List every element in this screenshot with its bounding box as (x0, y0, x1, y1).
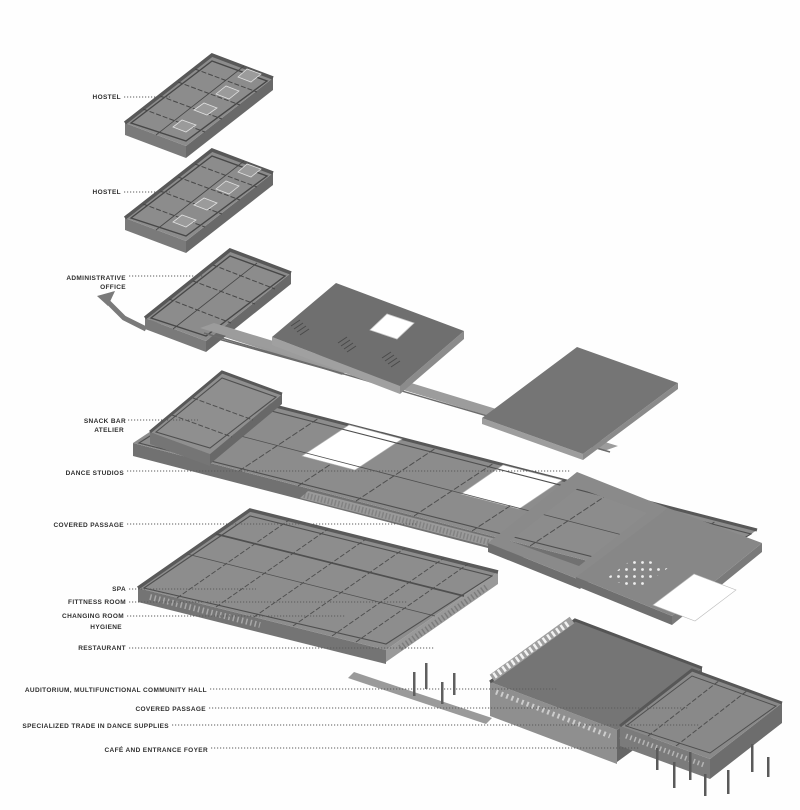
hostel-upper-partitions (142, 68, 258, 133)
label-restaurant: RESTAURANT (78, 645, 126, 652)
hostel-lower-wall-inset (129, 155, 269, 237)
label-covered-passage-upper: COVERED PASSAGE (53, 522, 124, 529)
roof-plate-top (272, 283, 464, 386)
hostel-lower-back-wall (123, 148, 274, 220)
cafe-wing-inset (624, 675, 778, 754)
label-fitness-room: FITTNESS ROOM (68, 599, 126, 606)
label-changing-room: CHANGING ROOM (62, 613, 124, 620)
passage-frame-left-face (488, 543, 580, 589)
dance-courtyard-2 (460, 464, 563, 510)
snackbar-wing-top (150, 372, 282, 454)
passage-plate-opening (652, 573, 737, 622)
admin-left-face (145, 318, 206, 352)
roof-skylight-opening (369, 313, 415, 340)
dance-slab-top (133, 390, 757, 584)
roof-vent-hatch-2 (337, 336, 357, 353)
hostel-upper-left-face (125, 123, 186, 158)
label-auditorium-hall: AUDITORIUM, MULTIFUNCTIONAL COMMUNITY HA… (25, 687, 207, 694)
passage-perforation-dots (607, 556, 668, 590)
level-ground-auditorium (348, 616, 783, 796)
auditorium-clerestory-slits (492, 619, 572, 679)
cafe-wing-glazing (625, 733, 705, 768)
spa-slab-top (138, 510, 498, 650)
hostel-upper-plate-top (125, 55, 273, 146)
hostel-upper-corridor (155, 65, 245, 136)
snackbar-left-face (150, 432, 210, 466)
cafe-wing-front-wall (710, 703, 782, 779)
auditorium-clerestory-band (489, 616, 575, 682)
ground-walkway-bar (348, 672, 492, 724)
hostel-lower-front-face (186, 173, 273, 253)
spa-partitions (176, 519, 469, 643)
piloti-columns (656, 744, 770, 796)
hostel-lower-corridor (155, 160, 245, 231)
dance-back-wall (212, 388, 758, 532)
hostel-lower-left-face (125, 218, 186, 253)
hostel-upper-back-wall (123, 53, 274, 125)
label-snack-bar: SNACK BAR (84, 418, 126, 425)
passage-bar-hatch (303, 492, 493, 546)
label-spa: SPA (112, 586, 126, 593)
snackbar-back-wall (149, 370, 283, 434)
hostel-upper-cores (172, 68, 262, 133)
spa-wall-inset (142, 515, 494, 645)
admin-corridor-line (172, 262, 258, 330)
leader-lines (124, 96, 700, 749)
hostel-upper-wall-inset (129, 60, 269, 142)
admin-partitions (168, 264, 276, 324)
walkway-posts (413, 663, 456, 704)
label-hygiene: HYGIENE (90, 624, 122, 631)
hall-roof-plane (482, 347, 678, 454)
roof-vent-hatch-1 (290, 319, 310, 336)
hostel-upper-front-face (186, 78, 273, 158)
cafe-wing-back-wall (619, 668, 783, 728)
snackbar-wall-inset (154, 377, 278, 449)
level-covered-passage-upper (300, 472, 762, 625)
hostel-lower-plate-top (125, 150, 273, 241)
passage-courtyard-frame (488, 472, 668, 580)
admin-back-wall (143, 248, 292, 320)
level-roof (200, 283, 678, 460)
entrance-arrow-head (97, 291, 115, 306)
level-spa-restaurant (136, 508, 499, 664)
snackbar-partitions (171, 397, 254, 438)
level-hostel-lower (123, 148, 274, 253)
dance-partitions (190, 404, 717, 575)
label-atelier: ATELIER (94, 427, 124, 434)
cafe-wing-left-wall (620, 726, 710, 779)
level-labels: HOSTEL HOSTEL ADMINISTRATIVE OFFICE SNAC… (22, 94, 208, 754)
spa-back-wall (136, 508, 499, 590)
label-hostel-upper: HOSTEL (93, 94, 121, 101)
label-hostel-lower: HOSTEL (93, 189, 121, 196)
label-administrative-office-line2: OFFICE (100, 284, 126, 291)
label-dance-studios: DANCE STUDIOS (66, 470, 125, 477)
roof-plate-left-face (272, 337, 400, 394)
hostel-lower-partitions (142, 163, 258, 228)
level-hostel-upper (123, 53, 274, 158)
entrance-arrow-shaft (104, 298, 148, 332)
label-dance-supplies-shop: SPECIALIZED TRADE IN DANCE SUPPLIES (22, 723, 169, 730)
auditorium-left-glazing (495, 689, 611, 739)
hostel-lower-cores (172, 163, 262, 228)
roof-vent-hatch-3 (381, 351, 401, 368)
spa-bay-step (215, 533, 465, 597)
admin-plate-top (145, 250, 291, 341)
hall-roof-front-face (583, 383, 678, 460)
label-covered-passage-lower: COVERED PASSAGE (135, 706, 206, 713)
admin-wall-inset (149, 255, 287, 337)
hall-roof-left-face (482, 418, 583, 460)
label-administrative: ADMINISTRATIVE (66, 275, 126, 282)
spa-corridor (186, 553, 436, 617)
label-cafe-entrance-foyer: CAFÉ AND ENTRANCE FOYER (104, 745, 208, 754)
roof-plate-front-face (400, 331, 464, 394)
passage-plate-left-face (576, 577, 672, 625)
snackbar-front-face (210, 394, 282, 464)
passage-plate-top (576, 508, 762, 616)
